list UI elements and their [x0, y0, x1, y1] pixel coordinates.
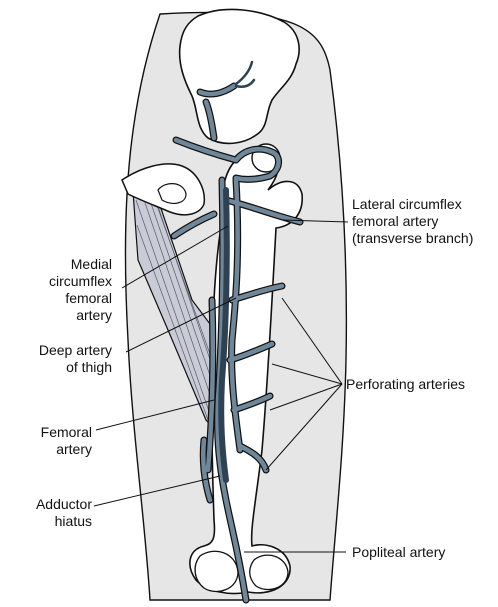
artery-network: [170, 60, 304, 604]
label-line: (transverse branch): [352, 230, 474, 246]
label-line: Adductor: [35, 496, 92, 512]
label-line: Medial: [70, 256, 112, 272]
label-line: Deep artery: [38, 342, 112, 358]
label-perforating-arteries: Perforating arteries: [346, 376, 465, 393]
leader-medial-circumflex: [121, 225, 229, 289]
label-deep-artery: Deep artery of thigh: [39, 342, 112, 376]
label-line: Perforating arteries: [346, 376, 466, 392]
label-medial-circumflex: Medial circumflex femoral artery: [49, 256, 112, 324]
leader-perforating-3: [269, 383, 343, 411]
label-line: hiatus: [54, 513, 92, 529]
label-line: Lateral circumflex: [352, 196, 462, 212]
label-line: femoral: [65, 290, 112, 306]
label-adductor-hiatus: Adductor hiatus: [36, 496, 92, 530]
leader-perforating-2: [271, 363, 343, 385]
label-lateral-circumflex: Lateral circumflex femoral artery (trans…: [352, 196, 473, 247]
label-line: Femoral: [40, 424, 92, 440]
leader-lateral-circumflex: [281, 219, 349, 223]
leader-adductor: [93, 475, 221, 507]
label-line: artery: [76, 307, 112, 323]
leader-deep-artery: [125, 297, 237, 353]
label-line: femoral artery: [352, 213, 439, 229]
label-popliteal-artery: Popliteal artery: [352, 544, 445, 561]
knee-condyle-left: [194, 550, 239, 593]
label-line: of thigh: [66, 359, 112, 375]
leader-perforating-4: [265, 383, 343, 471]
label-line: circumflex: [48, 273, 112, 289]
knee-condyle-right: [249, 554, 289, 591]
label-femoral-artery: Femoral artery: [41, 424, 92, 458]
label-line: artery: [56, 441, 92, 457]
leader-lines: [93, 219, 349, 553]
leader-femoral: [95, 399, 215, 431]
label-line: Popliteal artery: [352, 544, 446, 560]
leader-perforating-1: [281, 297, 343, 385]
